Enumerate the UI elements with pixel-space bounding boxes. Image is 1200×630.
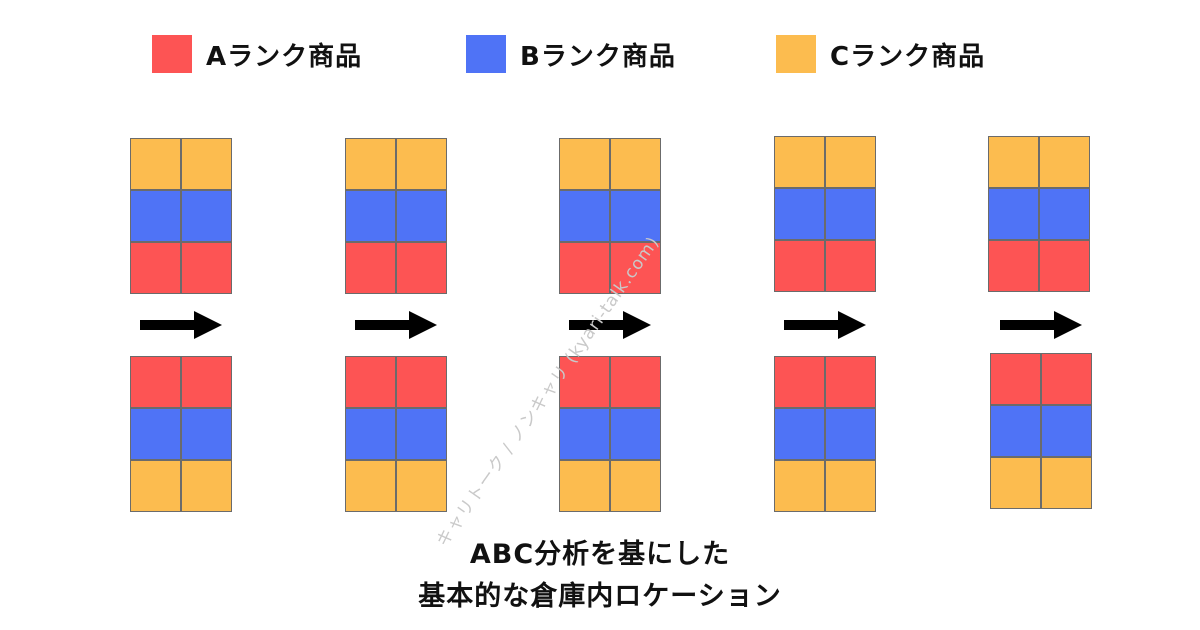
legend-item-c-rank: Cランク商品: [776, 34, 985, 74]
shelf-cell-a-rank: [560, 243, 609, 293]
shelf-cell-c-rank: [826, 137, 875, 187]
shelf-cell-a-rank: [1040, 241, 1089, 291]
shelf-before-2: [345, 138, 447, 294]
shelf-cell-b-rank: [991, 406, 1040, 456]
shelf-after-3: [559, 356, 661, 512]
shelf-cell-a-rank: [560, 357, 609, 407]
shelf-before-1: [130, 138, 232, 294]
shelf-cell-a-rank: [989, 241, 1038, 291]
legend-swatch-a-rank: [152, 35, 192, 73]
right-arrow-icon: [784, 309, 866, 341]
shelf-before-5: [988, 136, 1090, 292]
shelf-cell-a-rank: [346, 243, 395, 293]
shelf-before-3: [559, 138, 661, 294]
shelf-cell-a-rank: [775, 357, 824, 407]
shelf-after-1: [130, 356, 232, 512]
shelf-cell-c-rank: [611, 461, 660, 511]
right-arrow-icon: [355, 309, 437, 341]
shelf-cell-b-rank: [775, 409, 824, 459]
shelf-cell-a-rank: [346, 357, 395, 407]
shelf-cell-c-rank: [131, 461, 180, 511]
shelf-cell-a-rank: [131, 357, 180, 407]
shelf-cell-b-rank: [826, 409, 875, 459]
shelf-cell-b-rank: [989, 189, 1038, 239]
shelf-cell-b-rank: [1040, 189, 1089, 239]
shelf-cell-b-rank: [397, 409, 446, 459]
shelf-cell-b-rank: [131, 409, 180, 459]
shelf-cell-b-rank: [346, 409, 395, 459]
shelf-cell-b-rank: [346, 191, 395, 241]
shelf-cell-b-rank: [560, 191, 609, 241]
shelf-cell-a-rank: [611, 243, 660, 293]
caption-line-1: ABC分析を基にした: [469, 539, 731, 570]
shelf-cell-c-rank: [346, 461, 395, 511]
shelf-after-2: [345, 356, 447, 512]
shelf-after-5: [990, 353, 1092, 509]
legend-item-b-rank: Bランク商品: [466, 34, 676, 74]
legend-label-c-rank: Cランク商品: [830, 41, 986, 72]
shelf-cell-b-rank: [182, 191, 231, 241]
legend-swatch-c-rank: [776, 35, 816, 73]
shelf-before-4: [774, 136, 876, 292]
shelf-cell-a-rank: [182, 243, 231, 293]
shelf-cell-c-rank: [397, 139, 446, 189]
shelf-cell-b-rank: [775, 189, 824, 239]
right-arrow-icon: [569, 309, 651, 341]
shelf-cell-c-rank: [611, 139, 660, 189]
shelf-cell-b-rank: [182, 409, 231, 459]
right-arrow-icon: [1000, 309, 1082, 341]
shelf-cell-a-rank: [397, 243, 446, 293]
shelf-cell-c-rank: [397, 461, 446, 511]
shelf-cell-b-rank: [611, 191, 660, 241]
shelf-cell-a-rank: [397, 357, 446, 407]
shelf-cell-c-rank: [989, 137, 1038, 187]
shelf-cell-c-rank: [826, 461, 875, 511]
shelf-cell-a-rank: [826, 357, 875, 407]
shelf-cell-b-rank: [397, 191, 446, 241]
shelf-cell-b-rank: [560, 409, 609, 459]
shelf-cell-c-rank: [775, 137, 824, 187]
shelf-cell-c-rank: [560, 139, 609, 189]
shelf-cell-c-rank: [560, 461, 609, 511]
shelf-cell-a-rank: [775, 241, 824, 291]
legend-label-a-rank: Aランク商品: [206, 41, 363, 72]
shelf-cell-c-rank: [1040, 137, 1089, 187]
shelf-cell-a-rank: [991, 354, 1040, 404]
shelf-cell-c-rank: [1042, 458, 1091, 508]
caption-line-2: 基本的な倉庫内ロケーション: [418, 581, 782, 612]
shelf-cell-b-rank: [611, 409, 660, 459]
shelf-cell-b-rank: [826, 189, 875, 239]
shelf-cell-c-rank: [346, 139, 395, 189]
shelf-cell-a-rank: [611, 357, 660, 407]
right-arrow-icon: [140, 309, 222, 341]
shelf-cell-b-rank: [1042, 406, 1091, 456]
legend-swatch-b-rank: [466, 35, 506, 73]
shelf-cell-a-rank: [826, 241, 875, 291]
shelf-cell-c-rank: [775, 461, 824, 511]
shelf-cell-c-rank: [182, 461, 231, 511]
shelf-cell-b-rank: [131, 191, 180, 241]
shelf-cell-a-rank: [182, 357, 231, 407]
legend-item-a-rank: Aランク商品: [152, 34, 362, 74]
shelf-after-4: [774, 356, 876, 512]
legend-label-b-rank: Bランク商品: [520, 41, 676, 72]
shelf-cell-a-rank: [131, 243, 180, 293]
shelf-cell-a-rank: [1042, 354, 1091, 404]
shelf-cell-c-rank: [991, 458, 1040, 508]
shelf-cell-c-rank: [182, 139, 231, 189]
shelf-cell-c-rank: [131, 139, 180, 189]
